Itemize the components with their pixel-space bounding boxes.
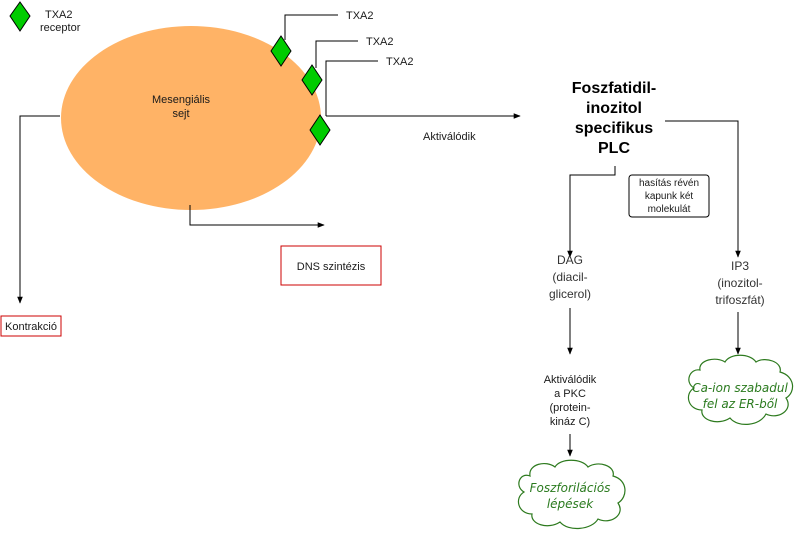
note-box	[628, 174, 710, 218]
plc-title-line-2: inozitol	[586, 100, 642, 117]
pkc-line-3: (protein-	[550, 402, 591, 414]
dns-arrow	[189, 205, 325, 228]
cell-label-1: Mesengiális	[152, 94, 211, 106]
txa2-connector-1	[284, 14, 338, 40]
dag-line-1: DAG	[557, 253, 583, 267]
dns-label: DNS szintézis	[297, 261, 366, 273]
legend-receptor-icon	[9, 1, 31, 32]
mesangial-cell	[61, 26, 321, 210]
ca-cloud-line-2: fel az ER-ből	[703, 397, 778, 411]
note-line-1: hasítás révén	[639, 178, 699, 189]
ip3-line-2: (inozitol-	[717, 276, 762, 290]
legend-label-1: TXA2	[45, 9, 73, 21]
contraction-label: Kontrakció	[5, 321, 57, 333]
note-line-2: kapunk két	[645, 191, 694, 202]
txa2-connector-3	[325, 60, 378, 116]
cell-label-2: sejt	[172, 108, 189, 120]
txa2-connector-2	[315, 40, 358, 68]
ip3-line-1: IP3	[731, 259, 749, 273]
pkc-line-2: a PKC	[554, 388, 586, 400]
note-line-3: molekulát	[648, 204, 691, 215]
plc-title-line-1: Foszfatidil-	[572, 80, 656, 97]
dag-line-2: (diacil-	[552, 270, 587, 284]
phos-cloud-line-1: Foszforilációs	[530, 481, 611, 495]
plc-title-line-4: PLC	[598, 140, 630, 157]
legend-label-2: receptor	[40, 22, 81, 34]
txa2-label-3: TXA2	[386, 56, 414, 68]
pkc-line-1: Aktiválódik	[544, 374, 597, 386]
ip3-line-3: trifoszfát)	[715, 293, 764, 307]
plc-to-dag-arrow	[567, 166, 616, 258]
contraction-arrow	[17, 115, 60, 304]
activation-label: Aktiválódik	[423, 131, 476, 143]
receptor-3-icon	[309, 114, 331, 146]
pkc-line-4: kináz C)	[550, 416, 590, 428]
txa2-label-1: TXA2	[346, 10, 374, 22]
plc-title-line-3: specifikus	[575, 120, 653, 137]
phos-cloud	[517, 459, 626, 529]
ca-cloud	[687, 354, 794, 425]
receptor-2-icon	[301, 64, 323, 96]
ca-cloud-line-1: Ca-ion szabadul	[692, 381, 788, 395]
plc-to-ip3-arrow	[665, 120, 741, 258]
contraction-box	[0, 315, 62, 337]
dag-line-3: glicerol)	[549, 287, 591, 301]
txa2-label-2: TXA2	[366, 36, 394, 48]
receptor-1-icon	[270, 35, 292, 67]
phos-cloud-line-2: lépések	[547, 497, 594, 511]
dns-box	[280, 245, 382, 286]
